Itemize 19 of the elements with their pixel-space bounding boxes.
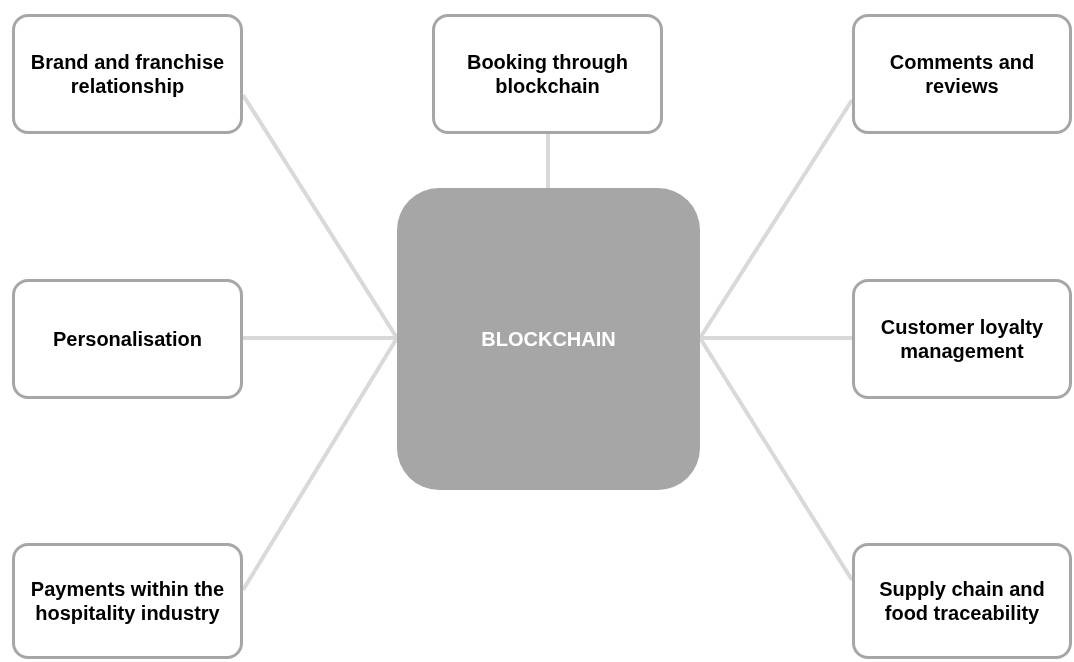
topic-box: [12, 14, 243, 134]
topic-box: [12, 543, 243, 659]
connector-line: [546, 134, 550, 188]
central-box: [397, 188, 700, 490]
topic-box: [852, 14, 1072, 134]
topic-label: Customer loyalty management: [879, 315, 1045, 363]
connector-line: [243, 336, 397, 340]
topic-label: Comments and reviews: [888, 50, 1036, 98]
topic-box: [12, 279, 243, 399]
topic-label: Supply chain and food traceability: [878, 577, 1046, 625]
topic-label: Brand and franchise relationship: [29, 50, 226, 98]
topic-box: [852, 279, 1072, 399]
topic-label: Personalisation: [52, 327, 203, 351]
topic-box: [852, 543, 1072, 659]
topic-label: Booking through blockchain: [465, 50, 630, 98]
topic-label: Payments within the hospitality industry: [29, 577, 226, 625]
central-label: BLOCKCHAIN: [480, 327, 617, 351]
connector-line: [700, 336, 852, 340]
topic-box: [432, 14, 663, 134]
